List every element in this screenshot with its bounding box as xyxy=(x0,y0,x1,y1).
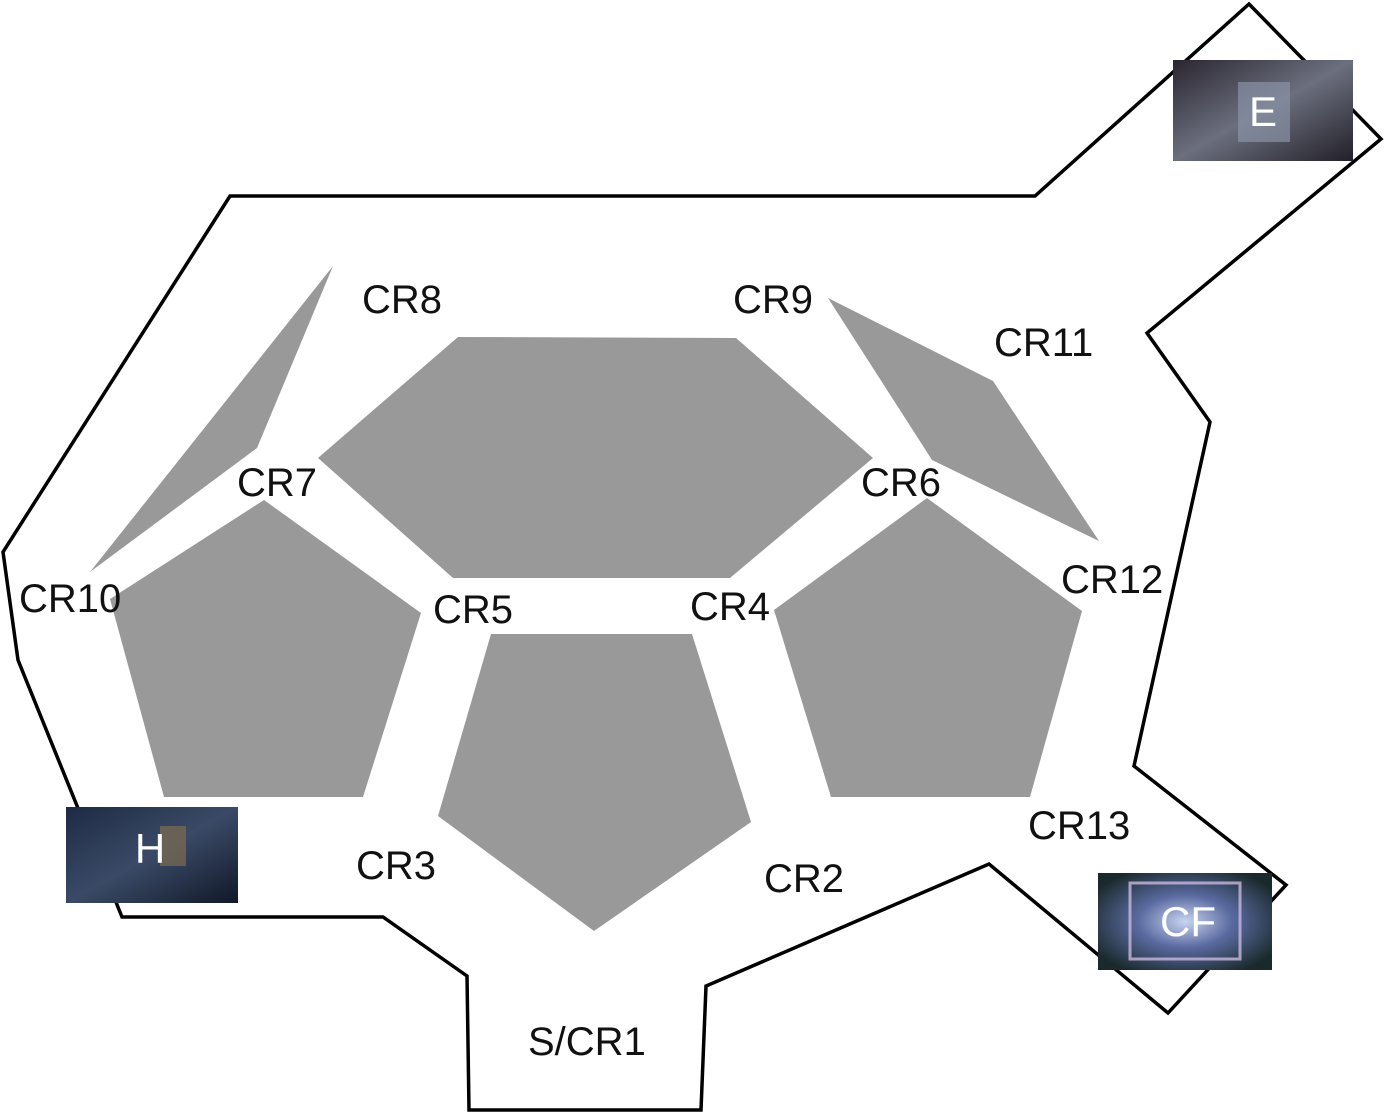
tile-label-e: E xyxy=(1249,88,1277,135)
tile-label-h: H xyxy=(135,825,165,872)
room-label-cr9: CR9 xyxy=(733,278,813,322)
room-label-cr10: CR10 xyxy=(19,577,121,621)
tile-image-h-lamp xyxy=(160,826,186,866)
rock-block-cr11 xyxy=(828,298,1099,541)
location-tile-e[interactable]: E xyxy=(1173,60,1353,161)
room-label-s-cr1: S/CR1 xyxy=(528,1020,646,1064)
rock-block-right-pentagon xyxy=(774,498,1082,797)
rock-block-bottom-pentagon xyxy=(438,634,751,931)
rock-block-cr8 xyxy=(90,266,333,572)
room-label-cr8: CR8 xyxy=(362,278,442,322)
tile-image-h xyxy=(66,807,238,903)
room-label-cr5: CR5 xyxy=(433,588,513,632)
room-label-cr11: CR11 xyxy=(994,321,1093,365)
tile-image-cf-frame xyxy=(1128,881,1242,961)
tile-label-cf: CF xyxy=(1160,898,1216,945)
tile-image-cf xyxy=(1098,873,1272,970)
room-label-cr3: CR3 xyxy=(356,844,436,888)
room-label-cr13: CR13 xyxy=(1028,804,1130,848)
room-label-cr7: CR7 xyxy=(237,461,317,505)
room-label-cr2: CR2 xyxy=(764,857,844,901)
location-tile-h[interactable]: H xyxy=(66,807,238,903)
location-tile-cf[interactable]: CF xyxy=(1098,873,1272,970)
room-label-cr12: CR12 xyxy=(1061,558,1163,602)
room-label-cr4: CR4 xyxy=(690,585,770,629)
room-label-cr6: CR6 xyxy=(861,461,941,505)
tile-image-e-door xyxy=(1238,82,1290,142)
rock-block-center-hexagon xyxy=(318,337,873,578)
rock-block-left-pentagon xyxy=(110,500,421,797)
